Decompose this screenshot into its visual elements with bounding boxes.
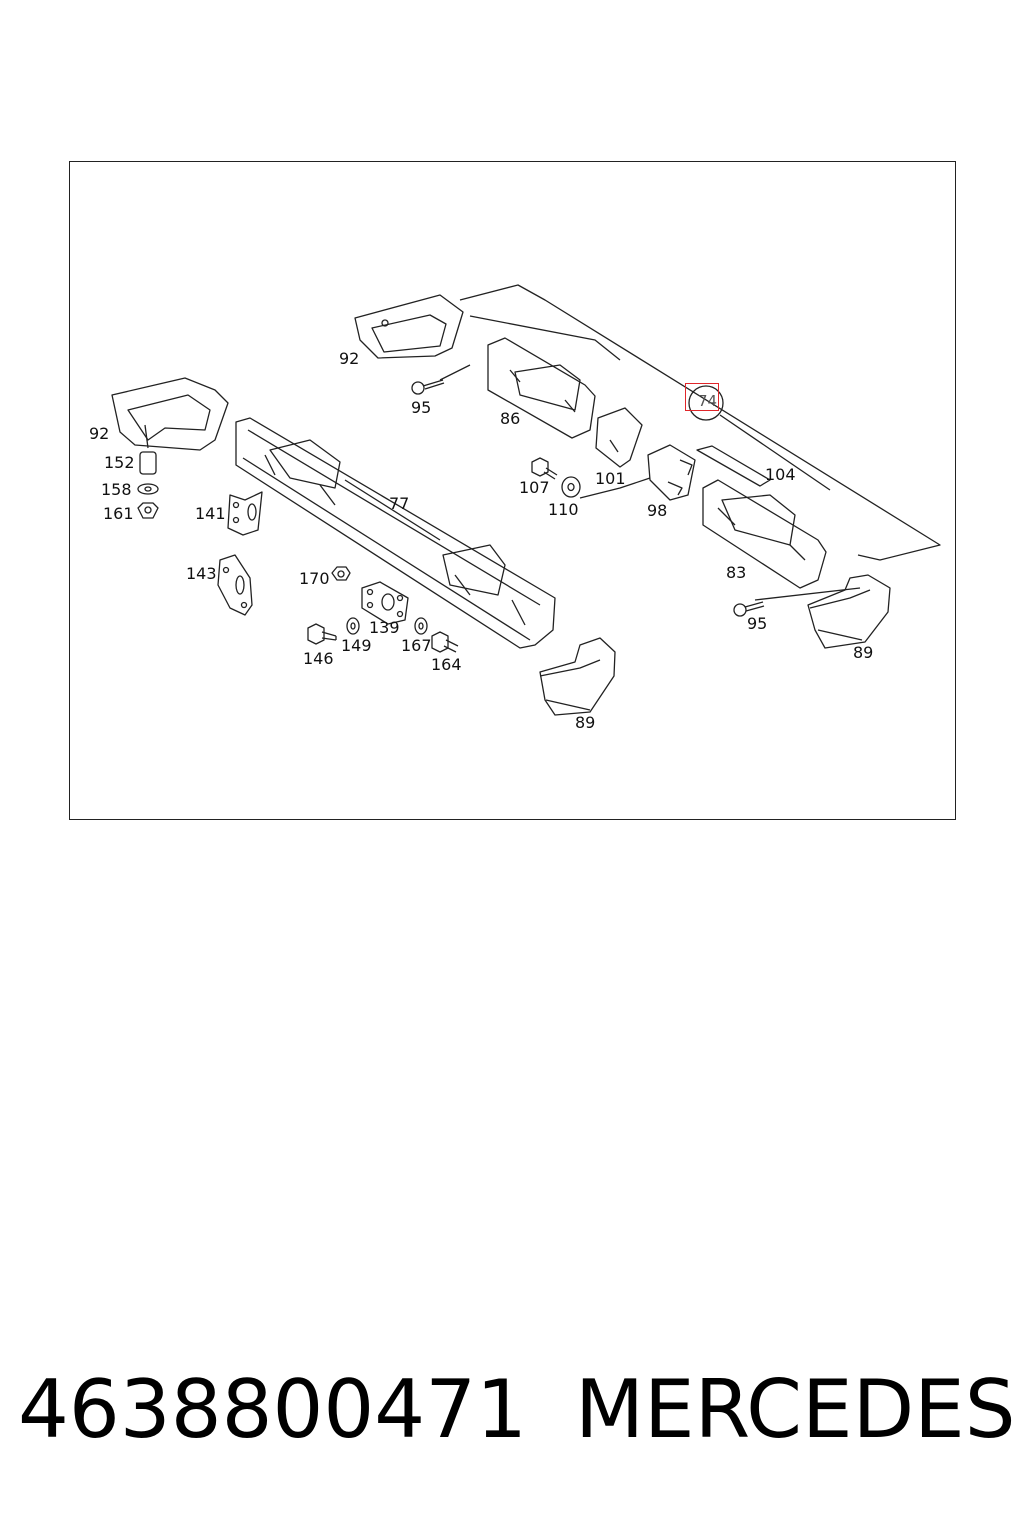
callout-101: 101	[595, 469, 626, 488]
part-170-nut	[331, 566, 351, 581]
part-143-bracket	[217, 554, 253, 616]
callout-92-upper: 92	[339, 349, 360, 368]
callout-95-upper: 95	[411, 398, 432, 417]
part-number: 4638800471	[18, 1363, 527, 1456]
callout-89-right: 89	[853, 643, 874, 662]
part-92-upper	[354, 294, 464, 359]
callout-146: 146	[303, 649, 334, 668]
part-161-nut	[137, 502, 159, 519]
part-83-bracket	[702, 479, 827, 589]
callout-170: 170	[299, 569, 330, 588]
callout-152: 152	[104, 453, 135, 472]
part-146-bolt	[307, 623, 337, 645]
callout-77: 77	[389, 494, 410, 513]
assembly-outline	[439, 284, 941, 601]
part-149-washer	[346, 617, 360, 635]
part-92-left	[111, 377, 229, 451]
part-152-bushing	[139, 451, 157, 475]
part-98-bracket	[647, 444, 696, 501]
part-167-washer	[414, 617, 428, 635]
part-141-bracket	[227, 491, 263, 536]
callout-143: 143	[186, 564, 217, 583]
callout-141: 141	[195, 504, 226, 523]
part-107-bolt	[531, 457, 558, 480]
part-158-washer	[137, 483, 159, 495]
part-89-endcap-right	[807, 574, 891, 649]
diagram-frame	[69, 161, 956, 820]
part-95-screw-upper	[411, 379, 445, 395]
part-104-strip	[696, 445, 771, 487]
callout-161: 161	[103, 504, 134, 523]
callout-86: 86	[500, 409, 521, 428]
callout-89-center: 89	[575, 713, 596, 732]
part-77-bumper-bar	[235, 417, 556, 649]
highlight-box	[685, 383, 719, 411]
part-89-endcap-center	[539, 637, 616, 716]
part-95-screw-lower	[733, 601, 765, 617]
part-86-bracket	[487, 337, 596, 439]
brand-name: MERCEDES	[575, 1363, 1016, 1456]
callout-98: 98	[647, 501, 668, 520]
callout-149: 149	[341, 636, 372, 655]
part-74-cap	[688, 385, 724, 421]
part-110-washer	[561, 476, 581, 498]
parts-drawing	[111, 284, 941, 716]
part-101-cover	[595, 407, 643, 468]
callout-83: 83	[726, 563, 747, 582]
footer: 4638800471 MERCEDES	[0, 1370, 1024, 1460]
part-164-bolt	[431, 631, 459, 653]
part-139-plate	[361, 581, 409, 625]
callout-164: 164	[431, 655, 462, 674]
callout-107: 107	[519, 478, 550, 497]
callout-167: 167	[401, 636, 432, 655]
callout-95-lower: 95	[747, 614, 768, 633]
callout-74: 74	[698, 392, 718, 410]
callout-104: 104	[765, 465, 796, 484]
callout-158: 158	[101, 480, 132, 499]
callout-139: 139	[369, 618, 400, 637]
callout-110: 110	[548, 500, 579, 519]
callout-92-left: 92	[89, 424, 110, 443]
